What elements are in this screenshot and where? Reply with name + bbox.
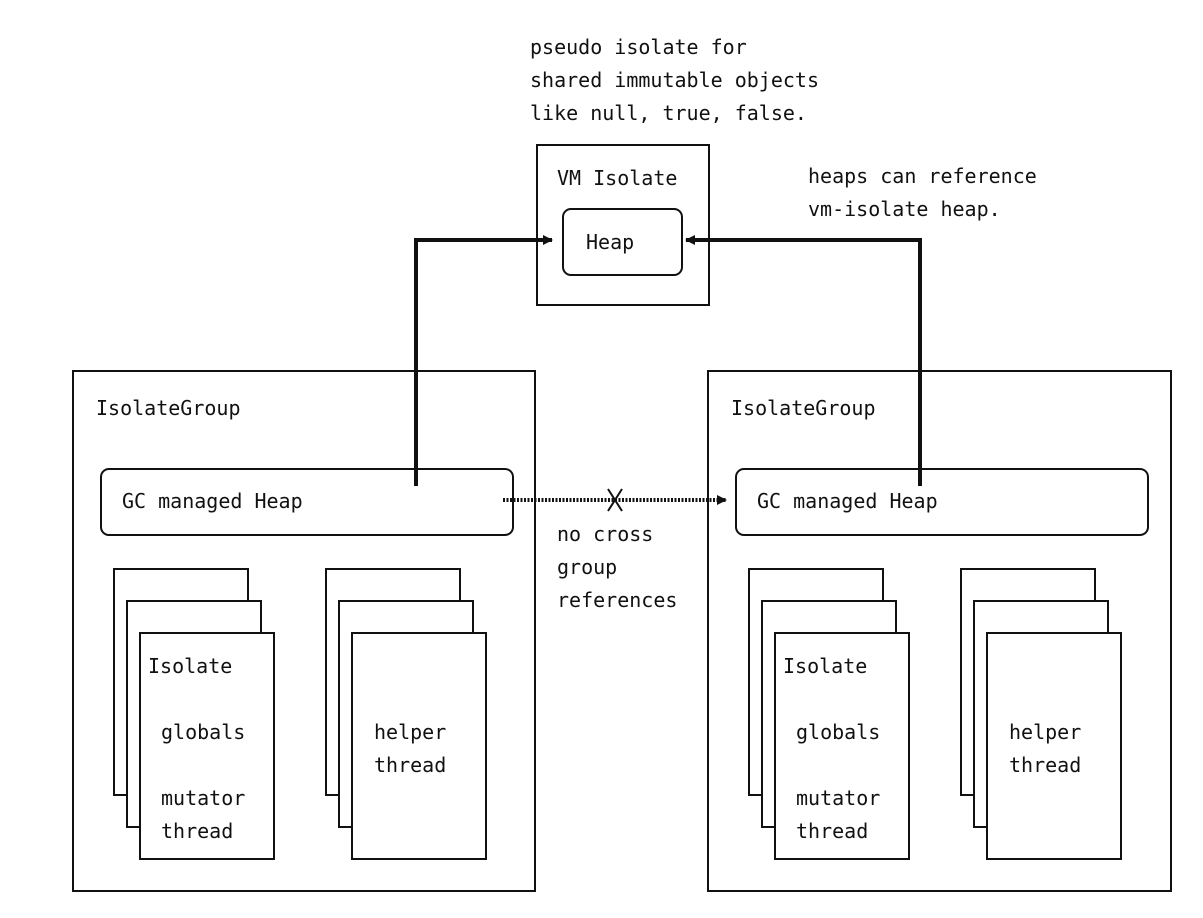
vm-note-line: shared immutable objects bbox=[530, 68, 819, 92]
mutator-line: mutator bbox=[161, 786, 246, 810]
helper-thread-box: helper thread bbox=[986, 632, 1122, 860]
cross-group-note: no cross group references bbox=[557, 518, 677, 617]
cross-note-line: no cross bbox=[557, 522, 654, 546]
isolate-globals: globals bbox=[796, 720, 881, 744]
cross-note-line: references bbox=[557, 588, 678, 612]
vm-isolate-box: VM Isolate Heap bbox=[536, 144, 710, 306]
isolate-mutator-thread: mutator thread bbox=[161, 782, 245, 848]
mutator-line: thread bbox=[161, 819, 234, 843]
heaps-note: heaps can reference vm-isolate heap. bbox=[808, 160, 1037, 226]
isolate-title: Isolate bbox=[148, 654, 233, 678]
helper-thread-box: helper thread bbox=[351, 632, 487, 860]
gc-heap-box: GC managed Heap bbox=[735, 468, 1149, 536]
isolate-globals: globals bbox=[161, 720, 246, 744]
helper-line: helper bbox=[1009, 720, 1082, 744]
mutator-line: thread bbox=[796, 819, 869, 843]
helper-line: thread bbox=[1009, 753, 1082, 777]
vm-note-line: like null, true, false. bbox=[530, 101, 807, 125]
helper-line: helper bbox=[374, 720, 447, 744]
vm-isolate-title: VM Isolate bbox=[557, 166, 678, 190]
isolate-mutator-thread: mutator thread bbox=[796, 782, 880, 848]
vm-heap-box: Heap bbox=[562, 208, 683, 276]
gc-heap-box: GC managed Heap bbox=[100, 468, 514, 536]
heaps-note-line: heaps can reference bbox=[808, 164, 1037, 188]
isolate-title: Isolate bbox=[783, 654, 868, 678]
heaps-note-line: vm-isolate heap. bbox=[808, 197, 1001, 221]
vm-heap-label: Heap bbox=[586, 230, 635, 254]
gc-heap-label: GC managed Heap bbox=[122, 489, 303, 513]
helper-thread-label: helper thread bbox=[1009, 716, 1081, 782]
helper-line: thread bbox=[374, 753, 447, 777]
isolate-box: Isolate globals mutator thread bbox=[774, 632, 910, 860]
isolate-group-left: IsolateGroup GC managed Heap Isolate glo… bbox=[72, 370, 536, 892]
vm-note-line: pseudo isolate for bbox=[530, 35, 747, 59]
isolate-group-right: IsolateGroup GC managed Heap Isolate glo… bbox=[707, 370, 1172, 892]
helper-thread-label: helper thread bbox=[374, 716, 446, 782]
isolate-group-title: IsolateGroup bbox=[96, 396, 241, 420]
isolate-group-title: IsolateGroup bbox=[731, 396, 876, 420]
gc-heap-label: GC managed Heap bbox=[757, 489, 938, 513]
mutator-line: mutator bbox=[796, 786, 881, 810]
isolate-box: Isolate globals mutator thread bbox=[139, 632, 275, 860]
vm-isolate-note: pseudo isolate for shared immutable obje… bbox=[530, 31, 819, 130]
cross-blocked-icon bbox=[607, 488, 623, 512]
cross-note-line: group bbox=[557, 555, 618, 579]
